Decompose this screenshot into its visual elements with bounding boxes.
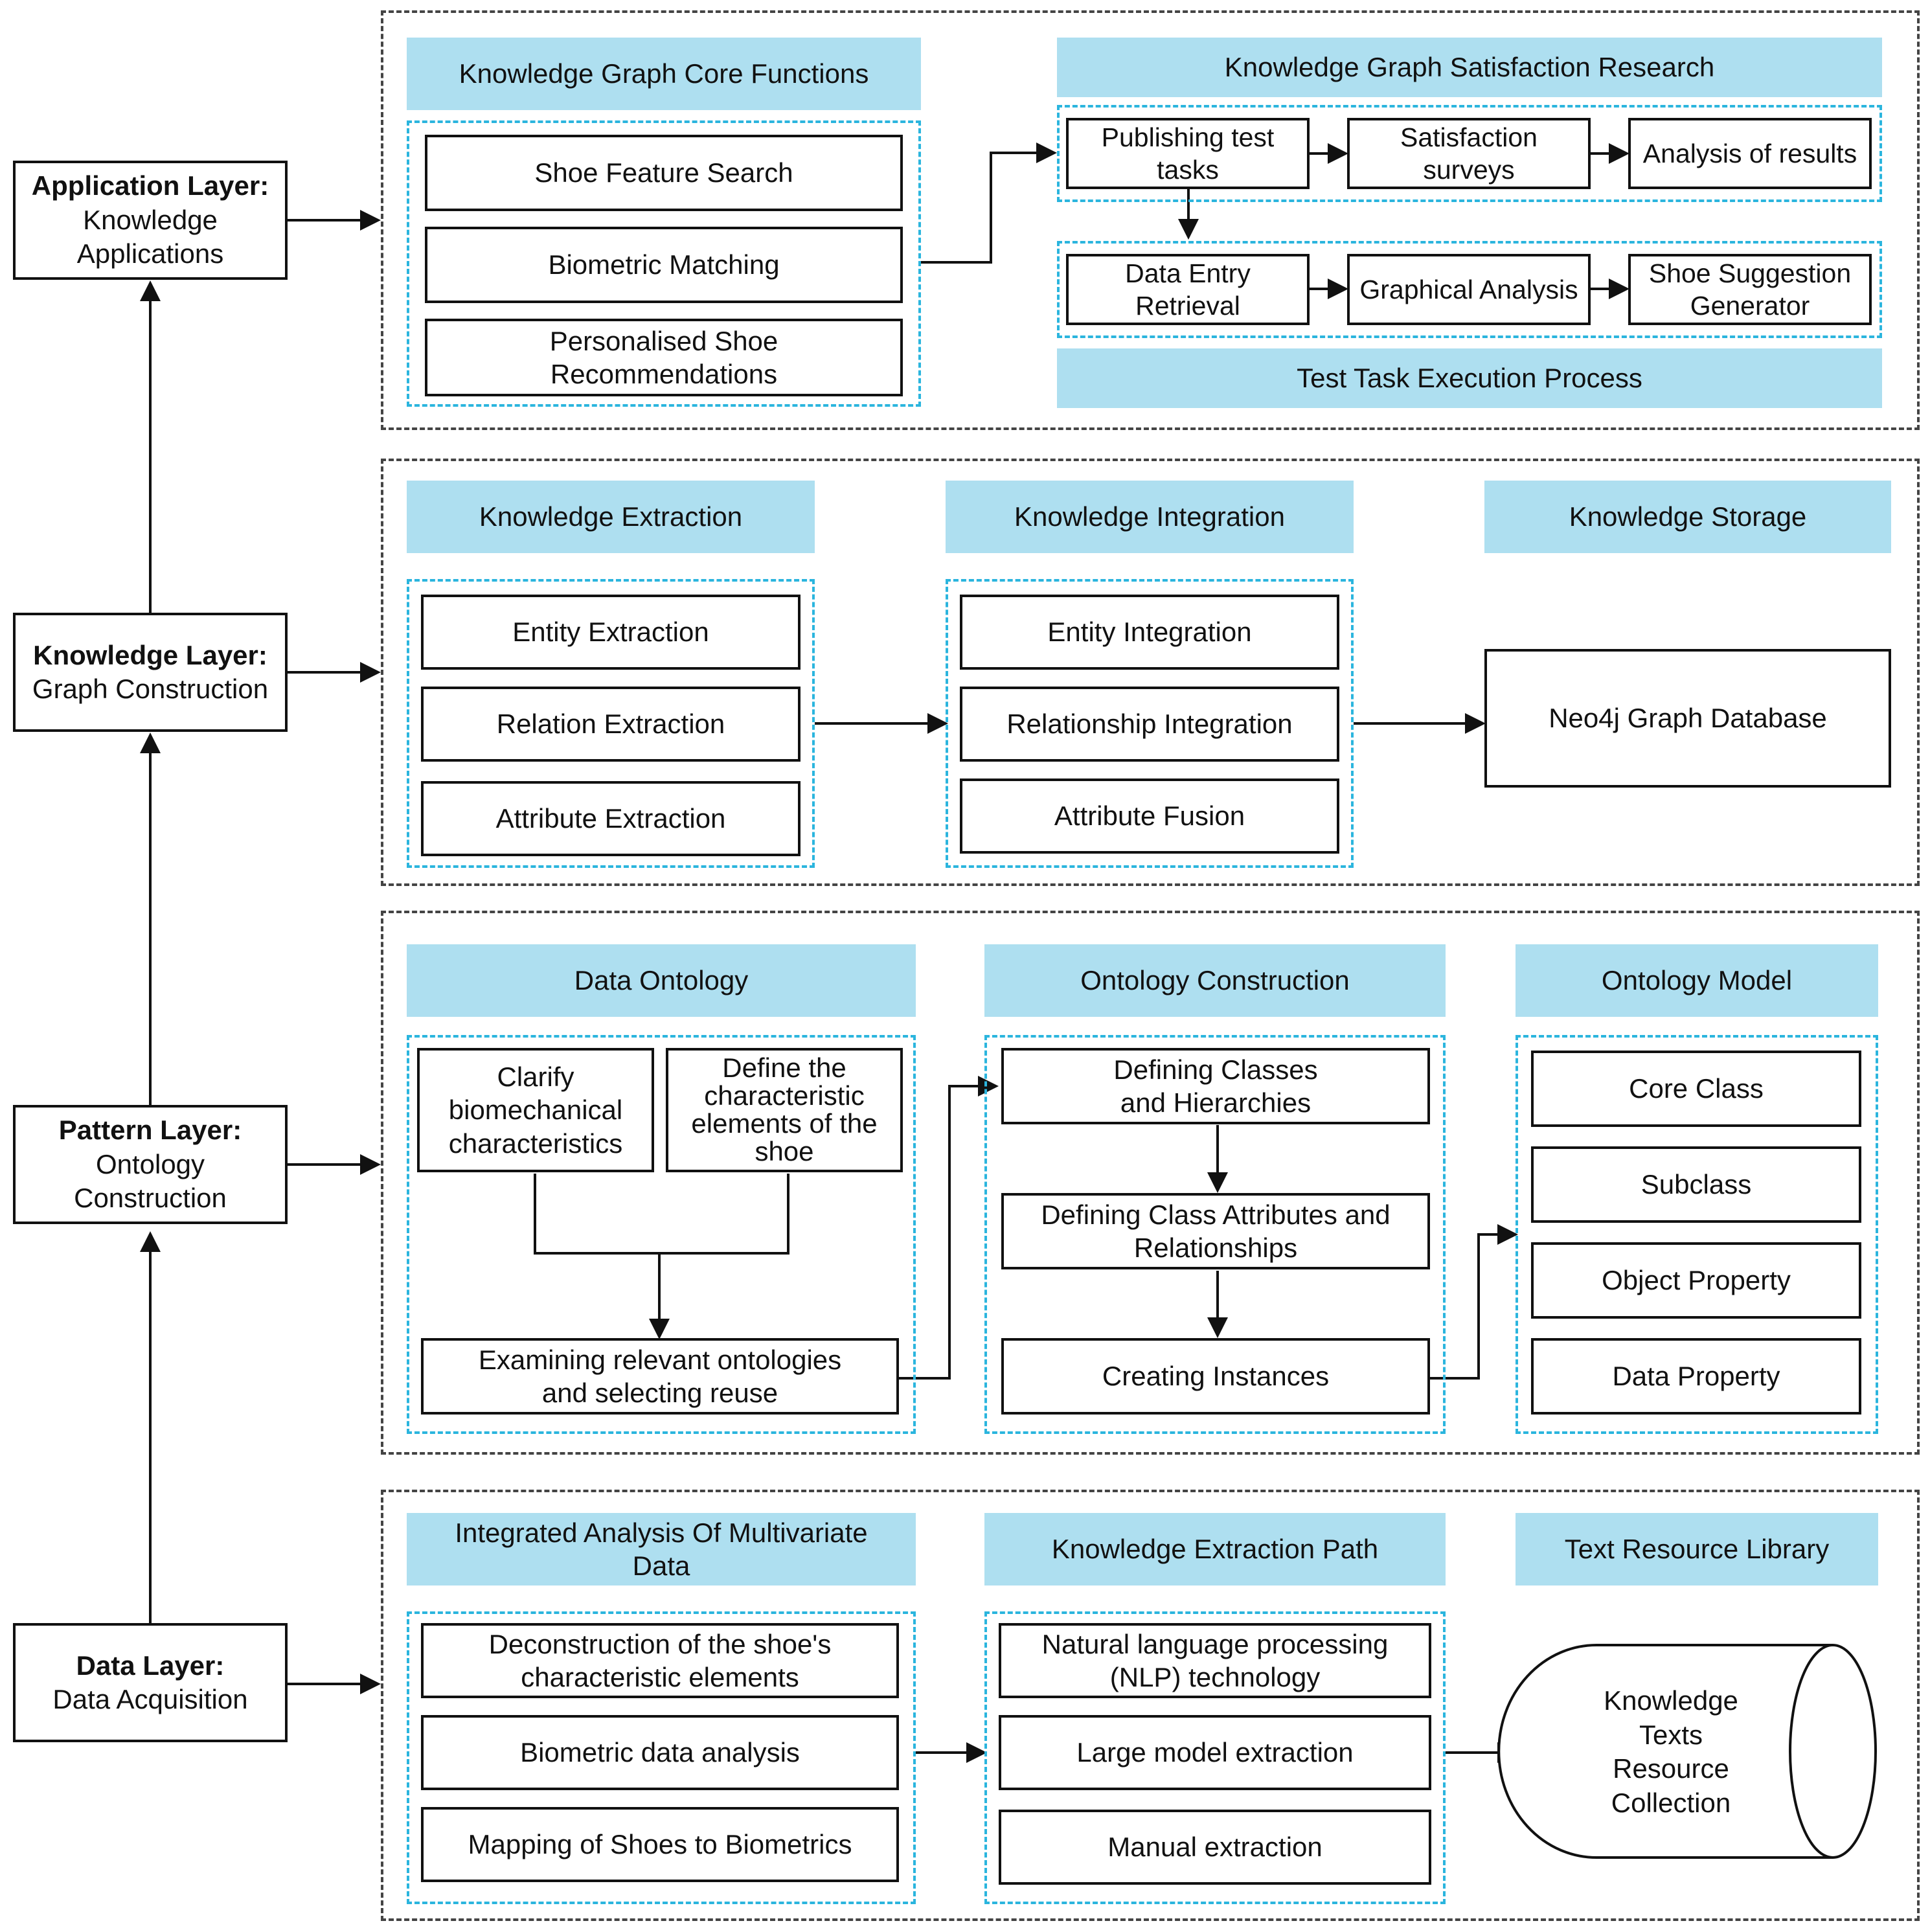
- arrow-core-to-research: [921, 142, 1057, 264]
- research-row2-group: [1057, 241, 1882, 338]
- extraction-path-heading: Knowledge Extraction Path: [984, 1513, 1446, 1585]
- clarify-biomechanical-box: Clarify biomechanical characteristics: [417, 1048, 654, 1172]
- analysis-item: Biometric data analysis: [421, 1715, 899, 1790]
- test-task-execution-heading: Test Task Execution Process: [1057, 348, 1882, 408]
- knowledge-extraction-group: [407, 579, 815, 868]
- data-section: [381, 1490, 1920, 1921]
- graphical-analysis-box: Graphical Analysis: [1347, 254, 1591, 325]
- pattern-layer-subtitle: Ontology Construction: [74, 1148, 227, 1214]
- core-functions-heading: Knowledge Graph Core Functions: [407, 38, 921, 110]
- ontology-construction-group: [984, 1035, 1446, 1434]
- knowledge-extraction-heading: Knowledge Extraction: [407, 481, 815, 553]
- application-section: [381, 10, 1920, 430]
- creating-instances-box: Creating Instances: [1001, 1338, 1430, 1415]
- satisfaction-research-heading: Knowledge Graph Satisfaction Research: [1057, 38, 1882, 97]
- knowledge-integration-heading: Knowledge Integration: [946, 481, 1354, 553]
- knowledge-section: [381, 459, 1920, 886]
- integration-item: Entity Integration: [960, 595, 1339, 670]
- examining-ontologies-box: Examining relevant ontologies and select…: [421, 1338, 899, 1415]
- application-layer-box: Application Layer: Knowledge Application…: [13, 161, 288, 280]
- database-cylinder-icon: [1497, 1644, 1877, 1859]
- neo4j-database-box: Neo4j Graph Database: [1484, 649, 1891, 788]
- pattern-section: [381, 911, 1920, 1455]
- ontology-model-item: Core Class: [1531, 1051, 1861, 1127]
- extraction-path-group: [984, 1611, 1446, 1904]
- ontology-construction-heading: Ontology Construction: [984, 944, 1446, 1017]
- core-functions-group: [407, 120, 921, 407]
- data-ontology-heading: Data Ontology: [407, 944, 916, 1017]
- ontology-model-group: [1516, 1035, 1878, 1434]
- application-layer-title: Application Layer:: [31, 170, 269, 201]
- ontology-model-heading: Ontology Model: [1516, 944, 1878, 1017]
- integration-item: Attribute Fusion: [960, 778, 1339, 854]
- knowledge-storage-heading: Knowledge Storage: [1484, 481, 1891, 553]
- extraction-path-item: Manual extraction: [999, 1810, 1431, 1885]
- data-ontology-group: [407, 1035, 916, 1434]
- knowledge-integration-group: [946, 579, 1354, 868]
- core-function-item: Personalised Shoe Recommendations: [425, 319, 903, 396]
- integrated-analysis-heading: Integrated Analysis Of Multivariate Data: [407, 1513, 916, 1585]
- data-layer-title: Data Layer:: [76, 1650, 225, 1681]
- publishing-test-tasks-box: Publishing test tasks: [1066, 118, 1310, 189]
- arrow-instances-to-model: [1430, 1224, 1518, 1380]
- research-row1-group: [1057, 105, 1882, 202]
- extraction-item: Attribute Extraction: [421, 781, 800, 856]
- text-library-heading: Text Resource Library: [1516, 1513, 1878, 1585]
- connector-clarify-define: [534, 1174, 789, 1255]
- ontology-model-item: Subclass: [1531, 1146, 1861, 1223]
- extraction-item: Relation Extraction: [421, 687, 800, 762]
- define-shoe-elements-box: Define the characteristic elements of th…: [666, 1048, 903, 1172]
- pattern-layer-title: Pattern Layer:: [58, 1115, 242, 1146]
- satisfaction-surveys-box: Satisfaction surveys: [1347, 118, 1591, 189]
- data-layer-subtitle: Data Acquisition: [52, 1684, 248, 1714]
- defining-classes-box: Defining Classes and Hierarchies: [1001, 1048, 1430, 1124]
- knowledge-layer-title: Knowledge Layer:: [33, 639, 267, 670]
- core-function-item: Shoe Feature Search: [425, 135, 903, 211]
- analysis-item: Deconstruction of the shoe's characteris…: [421, 1623, 899, 1698]
- knowledge-layer-subtitle: Graph Construction: [32, 674, 269, 704]
- knowledge-collection-label: Knowledge Texts Resource Collection: [1604, 1685, 1738, 1818]
- ontology-model-item: Object Property: [1531, 1242, 1861, 1319]
- knowledge-layer-box: Knowledge Layer: Graph Construction: [13, 613, 288, 732]
- shoe-suggestion-generator-box: Shoe Suggestion Generator: [1628, 254, 1872, 325]
- data-entry-retrieval-box: Data Entry Retrieval: [1066, 254, 1310, 325]
- application-layer-subtitle: Knowledge Applications: [76, 204, 224, 269]
- arrow-examine-to-construction: [899, 1076, 999, 1380]
- defining-attributes-box: Defining Class Attributes and Relationsh…: [1001, 1193, 1430, 1269]
- extraction-path-item: Natural language processing (NLP) techno…: [999, 1623, 1431, 1698]
- core-function-item: Biometric Matching: [425, 227, 903, 303]
- integration-item: Relationship Integration: [960, 687, 1339, 762]
- integrated-analysis-group: [407, 1611, 916, 1904]
- data-layer-box: Data Layer: Data Acquisition: [13, 1623, 288, 1742]
- analysis-of-results-box: Analysis of results: [1628, 118, 1872, 189]
- pattern-layer-box: Pattern Layer: Ontology Construction: [13, 1105, 288, 1224]
- extraction-item: Entity Extraction: [421, 595, 800, 670]
- extraction-path-item: Large model extraction: [999, 1715, 1431, 1790]
- ontology-model-item: Data Property: [1531, 1338, 1861, 1415]
- analysis-item: Mapping of Shoes to Biometrics: [421, 1807, 899, 1882]
